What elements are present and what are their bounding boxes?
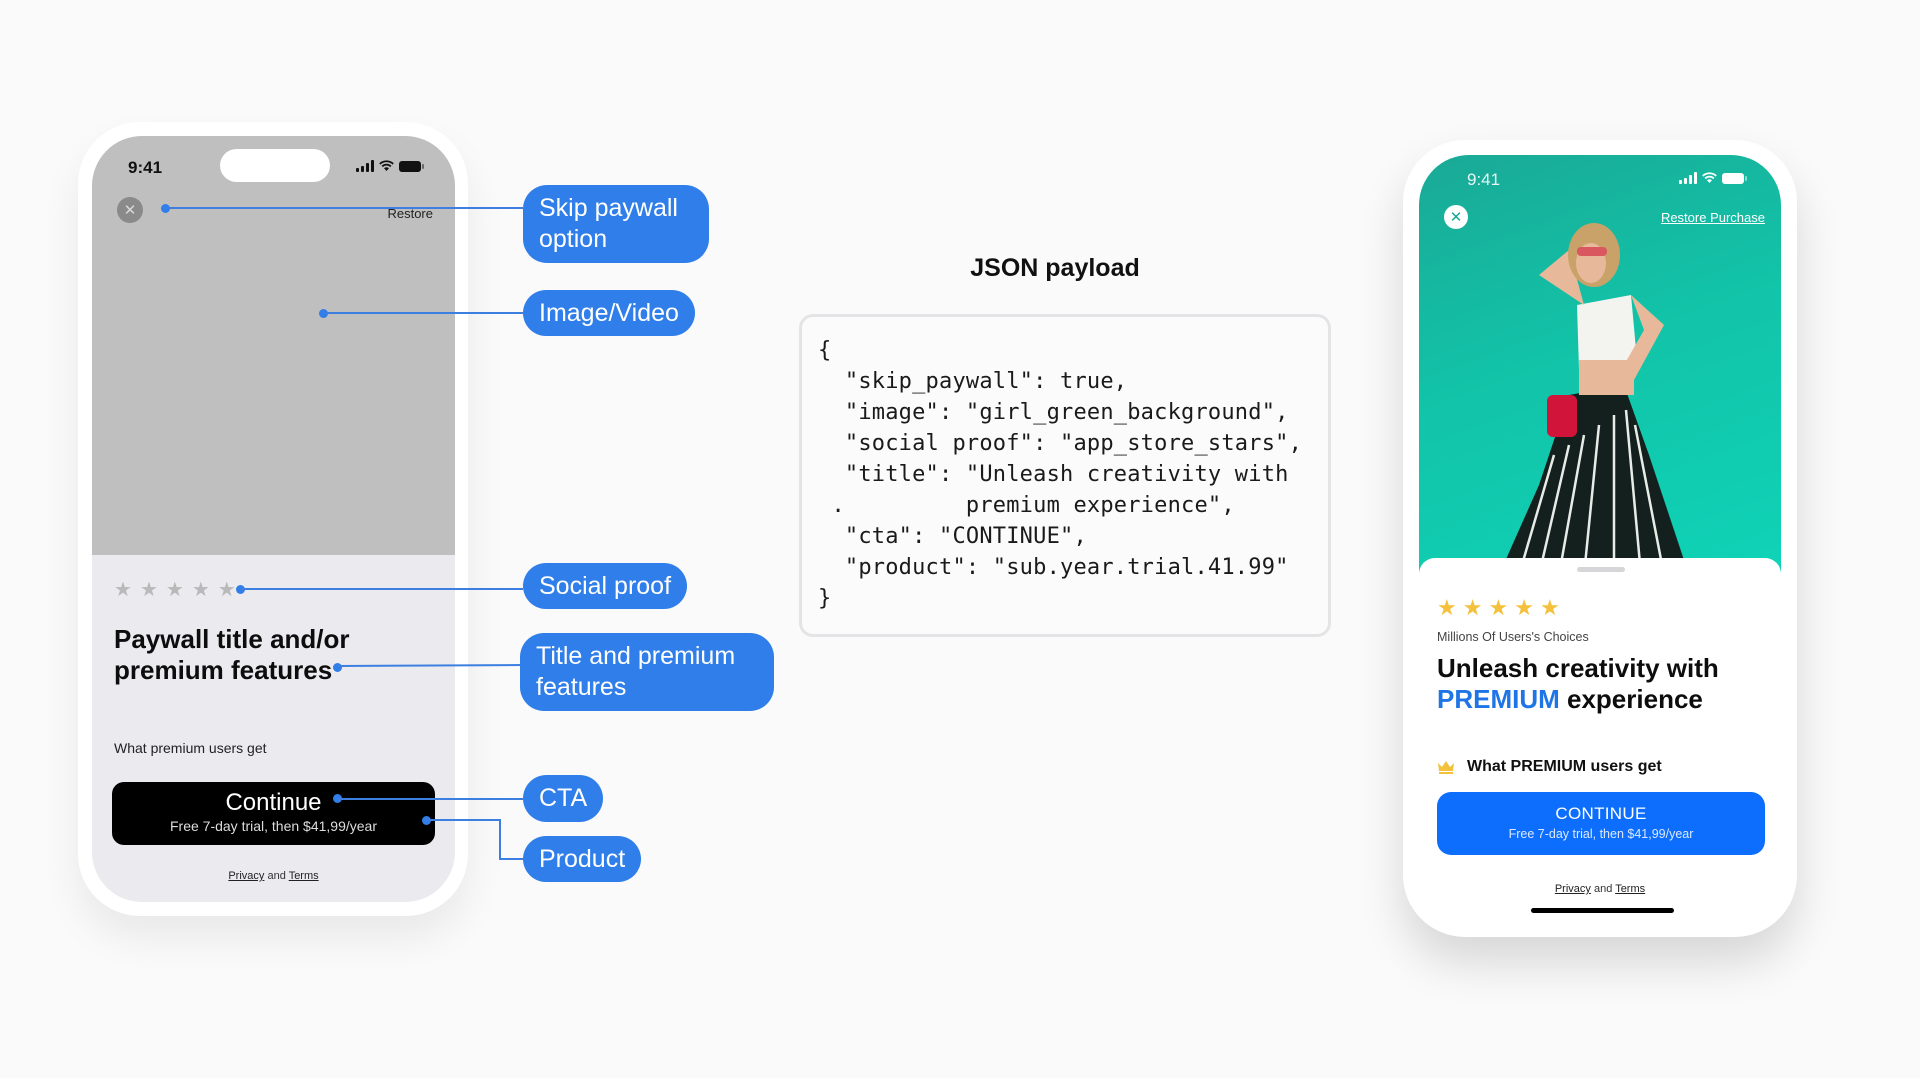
json-payload-code: { "skip_paywall": true, "image": "girl_g…: [818, 338, 1303, 611]
wireframe-screen: 9:41 ✕ Restore ★ ★ ★ ★ ★ Paywall title a…: [92, 136, 455, 902]
callout-image-video: Image/Video: [523, 290, 695, 336]
wireframe-phone: 9:41 ✕ Restore ★ ★ ★ ★ ★ Paywall title a…: [78, 122, 468, 916]
continue-button[interactable]: CONTINUE Free 7-day trial, then $41,99/y…: [1437, 792, 1765, 855]
paywall-sheet: ★ ★ ★ ★ ★ Millions Of Users's Choices Un…: [1419, 558, 1781, 922]
star-icon: ★: [1437, 595, 1457, 620]
close-icon[interactable]: ✕: [1444, 205, 1468, 229]
title-highlight: PREMIUM: [1437, 684, 1560, 714]
paywall-title: Paywall title and/or premium features: [114, 624, 350, 685]
continue-button[interactable]: Continue Free 7-day trial, then $41,99/y…: [112, 782, 435, 845]
image-video-placeholder: [92, 136, 455, 555]
status-time: 9:41: [128, 158, 163, 177]
title-part: Unleash creativity with: [1437, 653, 1719, 683]
callout-title-features: Title and premium features: [520, 633, 774, 711]
star-icon: ★: [217, 579, 236, 601]
wifi-icon: [379, 160, 394, 171]
sheet-grabber[interactable]: [1577, 567, 1625, 572]
feature-label: What PREMIUM users get: [1467, 758, 1662, 775]
product-label: Free 7-day trial, then $41,99/year: [1508, 827, 1694, 841]
crown-icon: [1438, 761, 1454, 774]
dynamic-island: [220, 149, 330, 182]
status-time: 9:41: [1467, 170, 1501, 189]
status-icons: [1679, 172, 1747, 184]
signal-icon: [1679, 172, 1697, 184]
connector-line: [426, 819, 500, 821]
star-icon: ★: [1514, 595, 1534, 620]
json-payload-box: { "skip_paywall": true, "image": "girl_g…: [799, 314, 1331, 637]
hero-photo: [1419, 155, 1781, 575]
star-icon: ★: [1488, 595, 1509, 620]
star-rating: ★ ★ ★ ★ ★: [1437, 597, 1560, 619]
callout-product: Product: [523, 836, 642, 882]
star-icon: ★: [114, 579, 132, 601]
callout-cta: CTA: [523, 775, 604, 822]
terms-link[interactable]: Terms: [1615, 883, 1646, 895]
callout-social-proof: Social proof: [523, 563, 688, 609]
product-label: Free 7-day trial, then $41,99/year: [169, 818, 377, 834]
star-icon: ★: [165, 579, 184, 601]
restore-button[interactable]: Restore: [387, 206, 433, 221]
girl-illustration: [1499, 223, 1689, 575]
star-icon: ★: [1539, 595, 1560, 620]
restore-purchase-link[interactable]: Restore Purchase: [1660, 210, 1765, 225]
paywall-subtitle: What premium users get: [114, 740, 267, 756]
json-payload-title: JSON payload: [970, 254, 1140, 282]
example-phone: 9:41 ✕ Restore Purchase ★ ★ ★ ★ ★ Millio…: [1403, 140, 1797, 937]
legal-links: Privacy and Terms: [1419, 883, 1781, 895]
example-screen: 9:41 ✕ Restore Purchase ★ ★ ★ ★ ★ Millio…: [1419, 155, 1781, 922]
cta-label: CONTINUE: [1555, 804, 1647, 823]
connector-line: [499, 858, 523, 860]
privacy-link[interactable]: Privacy: [228, 870, 265, 882]
title-part: experience: [1559, 684, 1703, 714]
cta-label: Continue: [225, 789, 322, 816]
social-proof-text: Millions Of Users's Choices: [1437, 630, 1589, 644]
terms-link[interactable]: Terms: [288, 870, 319, 882]
paywall-title: Unleash creativity with PREMIUM experien…: [1437, 653, 1757, 715]
star-icon: ★: [1462, 595, 1483, 620]
home-indicator: [1531, 908, 1674, 913]
connector-line: [337, 798, 523, 800]
feature-row: What PREMIUM users get: [1437, 758, 1662, 776]
connector-line: [165, 207, 523, 209]
privacy-link[interactable]: Privacy: [1554, 883, 1591, 895]
legal-and: and: [1593, 883, 1613, 895]
star-icon: ★: [139, 579, 158, 601]
connector-line: [240, 588, 523, 590]
battery-icon: [399, 160, 424, 172]
legal-and: and: [267, 870, 286, 882]
connector-line: [323, 312, 523, 314]
legal-links: Privacy and Terms: [92, 870, 455, 882]
close-icon[interactable]: ✕: [117, 197, 143, 223]
star-icon: ★: [191, 579, 210, 601]
connector-line: [499, 819, 501, 859]
connector-dot: [333, 663, 342, 672]
signal-icon: [356, 160, 374, 172]
wifi-icon: [1702, 172, 1717, 183]
battery-icon: [1722, 172, 1747, 184]
callout-skip-paywall: Skip paywall option: [523, 185, 709, 263]
star-rating: ★ ★ ★ ★ ★: [114, 580, 236, 600]
status-icons: [356, 160, 424, 172]
